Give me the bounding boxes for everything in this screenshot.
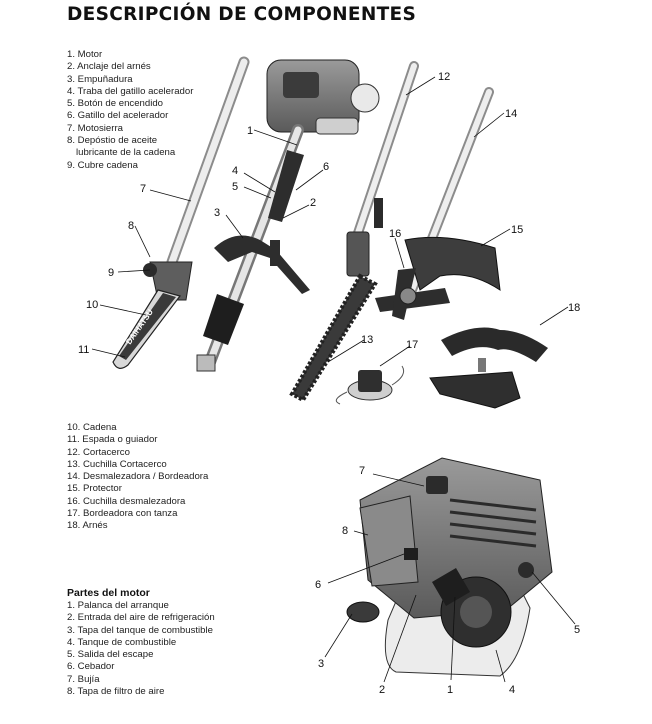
list-item: lubricante de la cadena xyxy=(76,147,176,159)
list-item: 16. Cuchilla desmalezadora xyxy=(67,495,186,507)
list-item: 2. Entrada del aire de refrigeración xyxy=(67,612,215,624)
list-item: 9. Cubre cadena xyxy=(67,159,138,171)
callout-17: 17 xyxy=(406,339,418,351)
engine-parts-heading: Partes del motor xyxy=(67,587,150,599)
callout-11: 11 xyxy=(78,344,89,356)
hedge-trimmer-attachment xyxy=(289,61,419,403)
list-item: 2. Anclaje del arnés xyxy=(67,61,151,73)
engine-callout-5: 5 xyxy=(574,624,580,636)
callout-10: 10 xyxy=(86,299,98,311)
list-item: 12. Cortacerco xyxy=(67,446,130,458)
list-item: 3. Empuñadura xyxy=(67,73,133,85)
list-item: 11. Espada o guiador xyxy=(67,434,158,446)
engine-parts-list: 1. Palanca del arranque 2. Entrada del a… xyxy=(67,600,215,698)
callout-12: 12 xyxy=(438,71,450,83)
engine-leader-lines xyxy=(324,473,576,683)
engine-callout-7: 7 xyxy=(359,465,365,477)
callout-3: 3 xyxy=(214,207,220,219)
engine-callout-8: 8 xyxy=(342,525,348,537)
power-head xyxy=(196,59,380,372)
list-item: 15. Protector xyxy=(67,483,122,495)
callout-6: 6 xyxy=(323,161,329,173)
callout-9: 9 xyxy=(108,267,114,279)
list-item: 6. Gatillo del acelerador xyxy=(67,110,169,122)
page-title: DESCRIPCIÓN DE COMPONENTES xyxy=(67,4,417,25)
list-item: 4. Traba del gatillo acelerador xyxy=(67,85,194,97)
components-list-2: 10. Cadena 11. Espada o guiador 12. Cort… xyxy=(67,422,208,533)
callout-18: 18 xyxy=(568,302,580,314)
callout-13: 13 xyxy=(361,334,373,346)
components-list-1: 1. Motor 2. Anclaje del arnés 3. Empuñad… xyxy=(67,49,193,172)
callout-15: 15 xyxy=(511,224,523,236)
brushcutter-attachment xyxy=(375,87,501,320)
list-item: 6. Cebador xyxy=(67,661,115,673)
list-item: 14. Desmalezadora / Bordeadora xyxy=(67,471,209,483)
list-item: 1. Motor xyxy=(67,49,103,60)
trimmer-head xyxy=(335,365,405,405)
callout-1: 1 xyxy=(247,125,253,137)
list-item: 18. Arnés xyxy=(67,520,108,532)
list-item: 17. Bordeadora con tanza xyxy=(67,508,178,520)
engine-callout-1: 1 xyxy=(447,684,453,696)
list-item: 10. Cadena xyxy=(67,422,117,433)
callout-4: 4 xyxy=(232,165,238,177)
list-item: 3. Tapa del tanque de combustible xyxy=(67,624,213,636)
harness xyxy=(429,327,548,409)
list-item: 7. Motosierra xyxy=(67,122,123,134)
callout-16: 16 xyxy=(389,228,401,240)
engine-callout-6: 6 xyxy=(315,579,321,591)
list-item: 5. Salida del escape xyxy=(67,649,154,661)
callout-7: 7 xyxy=(140,183,146,195)
callout-2: 2 xyxy=(310,197,316,209)
list-item: 4. Tanque de combustible xyxy=(67,636,177,648)
top-leader-lines xyxy=(91,76,569,367)
list-item: 7. Bujía xyxy=(67,673,100,685)
list-item: 8. Depóstio de aceite xyxy=(67,135,158,147)
callout-8: 8 xyxy=(128,220,134,232)
callout-14: 14 xyxy=(505,108,517,120)
callout-5: 5 xyxy=(232,181,238,193)
engine-callout-4: 4 xyxy=(509,684,515,696)
list-item: 8. Tapa de filtro de aire xyxy=(67,686,165,698)
engine-callout-3: 3 xyxy=(318,658,324,670)
list-item: 13. Cuchilla Cortacerco xyxy=(67,458,167,470)
engine-illustration xyxy=(346,457,553,677)
list-item: 1. Palanca del arranque xyxy=(67,600,169,611)
engine-callout-2: 2 xyxy=(379,684,385,696)
list-item: 5. Botón de encendido xyxy=(67,98,164,110)
